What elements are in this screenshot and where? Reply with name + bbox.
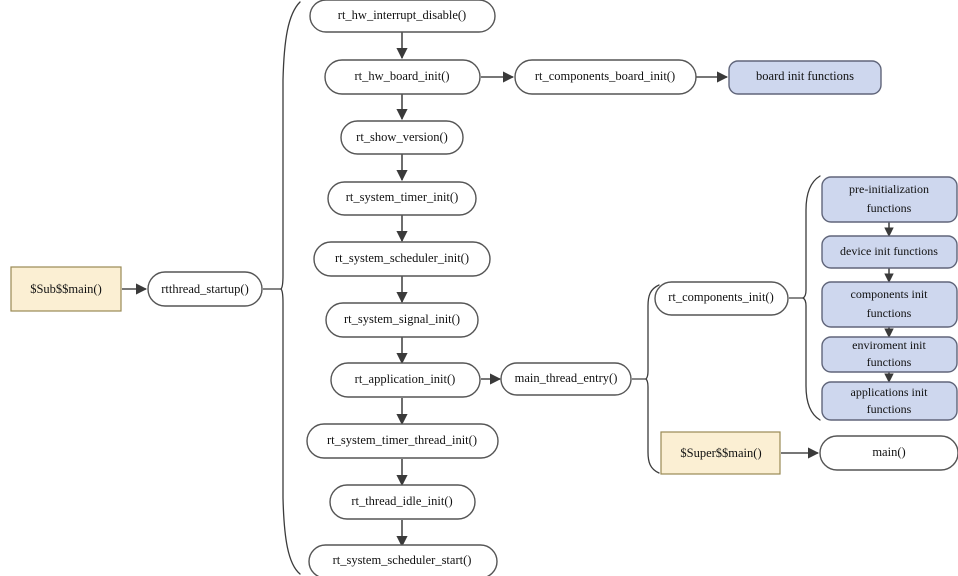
node-label: $Super$$main(): [680, 446, 761, 460]
node-label-line1: pre-initialization: [849, 182, 929, 196]
node-rt-system-timer-init[interactable]: rt_system_timer_init(): [327, 181, 477, 216]
node-rtthread-startup[interactable]: rtthread_startup(): [147, 271, 263, 307]
node-rt-system-signal-init[interactable]: rt_system_signal_init(): [325, 302, 479, 338]
main-thread-entry-brace: [645, 284, 660, 474]
node-rt-thread-idle-init[interactable]: rt_thread_idle_init(): [329, 484, 476, 520]
edges: [122, 1, 894, 575]
node-label-line1: components init: [851, 287, 929, 301]
node-label: rt_hw_interrupt_disable(): [338, 8, 466, 22]
node-label-line2: functions: [867, 306, 912, 320]
node-label: rt_thread_idle_init(): [351, 494, 452, 508]
node-enviroment-init-functions[interactable]: enviroment init functions: [821, 336, 958, 373]
node-label: board init functions: [756, 69, 854, 83]
node-rt-system-scheduler-start[interactable]: rt_system_scheduler_start(): [308, 544, 498, 576]
components-init-brace: [801, 175, 821, 421]
node-label: rt_system_scheduler_init(): [335, 251, 469, 265]
node-rt-hw-board-init[interactable]: rt_hw_board_init(): [324, 59, 481, 95]
node-rt-application-init[interactable]: rt_application_init(): [330, 362, 481, 398]
node-label-line2: functions: [867, 355, 912, 369]
node-label: rt_components_init(): [668, 290, 774, 304]
node-rtthread-startup-label: rtthread_startup(): [161, 282, 248, 296]
node-pre-initialization-functions[interactable]: pre-initialization functions: [821, 176, 958, 223]
node-label: rt_system_scheduler_start(): [333, 553, 472, 567]
node-rt-system-scheduler-init[interactable]: rt_system_scheduler_init(): [313, 241, 491, 277]
node-board-init-functions[interactable]: board init functions: [728, 60, 882, 95]
node-rt-hw-interrupt-disable[interactable]: rt_hw_interrupt_disable(): [309, 0, 496, 33]
node-components-init-functions[interactable]: components init functions: [821, 281, 958, 328]
node-device-init-functions[interactable]: device init functions: [821, 235, 958, 269]
node-label: rt_system_timer_init(): [346, 190, 458, 204]
node-main-thread-entry[interactable]: main_thread_entry(): [500, 362, 632, 396]
node-rt-system-timer-thread-init[interactable]: rt_system_timer_thread_init(): [306, 423, 499, 459]
node-label: rt_system_timer_thread_init(): [327, 433, 477, 447]
node-label-line1: applications init: [851, 385, 929, 399]
node-rt-components-init[interactable]: rt_components_init(): [654, 281, 789, 316]
node-label: main_thread_entry(): [515, 371, 618, 385]
node-label-line2: functions: [867, 402, 912, 416]
node-sub-main-label: $Sub$$main(): [30, 282, 102, 296]
node-applications-init-functions[interactable]: applications init functions: [821, 381, 958, 421]
node-label-line1: enviroment init: [852, 338, 926, 352]
node-rt-components-board-init[interactable]: rt_components_board_init(): [514, 59, 697, 95]
node-label: rt_show_version(): [356, 130, 448, 144]
node-rt-show-version[interactable]: rt_show_version(): [340, 120, 464, 155]
node-label: rt_application_init(): [355, 372, 456, 386]
node-label-line2: functions: [867, 201, 912, 215]
node-label: rt_hw_board_init(): [354, 69, 449, 83]
node-super-main[interactable]: $Super$$main(): [660, 431, 781, 475]
node-sub-main[interactable]: $Sub$$main(): [10, 266, 122, 312]
node-label-line1: device init functions: [840, 244, 938, 258]
node-label: main(): [872, 445, 905, 459]
node-label: rt_components_board_init(): [535, 69, 675, 83]
node-label: rt_system_signal_init(): [344, 312, 460, 326]
node-main[interactable]: main(): [819, 435, 958, 471]
startup-sequence-brace: [280, 1, 301, 575]
